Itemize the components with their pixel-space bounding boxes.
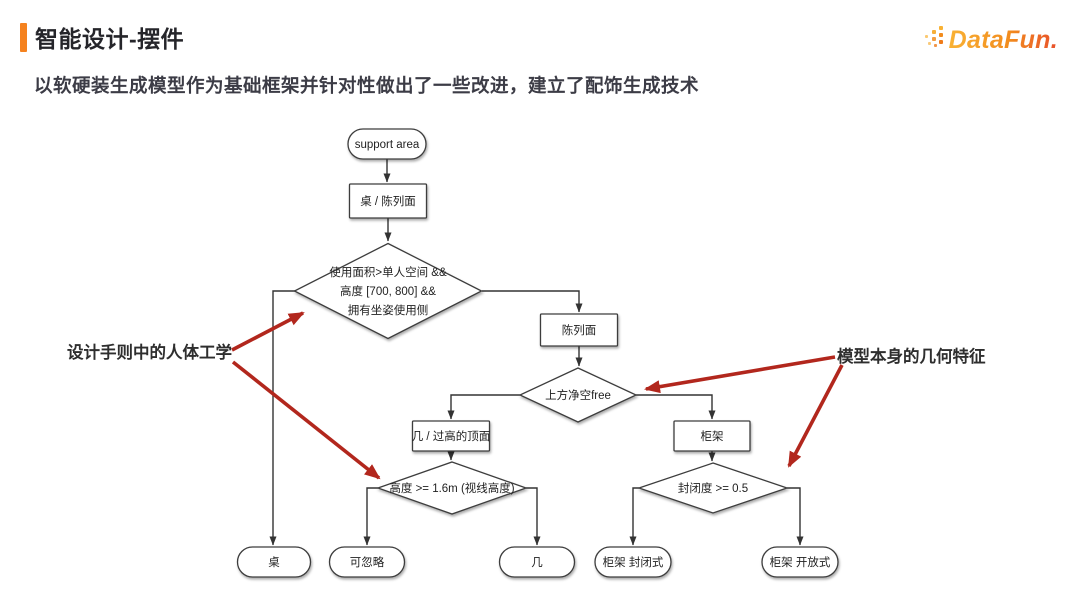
flow-node-cabinet-shelf: 柜架 <box>673 420 751 452</box>
cabinet-shelf-shape <box>673 420 751 452</box>
flow-node-ergonomic-condition: 使用面积>单人空间 &&高度 [700, 800] &&拥有坐姿使用侧 <box>293 242 483 340</box>
flow-node-closure-condition: 封闭度 >= 0.5 <box>636 462 790 514</box>
annotation-geometry-label: 模型本身的几何特征 <box>837 346 986 366</box>
edge-condition-to-table-terminal <box>269 290 295 546</box>
closure-condition-shape <box>636 462 790 514</box>
teatable-terminal-label: 几 <box>531 557 543 569</box>
edge-closure-to-closed <box>629 487 639 546</box>
header: 智能设计-摆件 <box>20 20 184 54</box>
red-arrow-ergonomics-to-height <box>231 360 381 480</box>
edge-clearance-to-teatable <box>447 394 520 420</box>
cabinet-open-terminal-label: 柜架 开放式 <box>770 555 831 569</box>
red-arrow-ergonomics-to-condition <box>231 311 305 352</box>
cabinet-closed-terminal-shape <box>594 546 672 578</box>
ergonomic-condition-label: 使用面积>单人空间 &&高度 [700, 800] &&拥有坐姿使用侧 <box>329 265 447 317</box>
display-surface-label: 陈列面 <box>562 323 597 337</box>
ignorable-terminal-label: 可忽略 <box>350 555 385 569</box>
support-area-shape <box>347 128 427 160</box>
flow-node-table-or-display: 桌 / 陈列面 <box>348 183 428 219</box>
flow-node-display-surface: 陈列面 <box>539 313 619 347</box>
edge-closure-to-open <box>787 487 804 546</box>
table-terminal-shape <box>236 546 312 578</box>
flow-node-support-area: support area <box>347 128 427 160</box>
height-condition-shape <box>376 461 528 515</box>
flow-node-cabinet-open-terminal: 柜架 开放式 <box>761 546 839 578</box>
datafun-logo: DataFun. <box>921 25 1058 55</box>
edge-condition-to-display <box>482 290 583 313</box>
title-accent-bar <box>20 22 27 52</box>
annotation-ergonomics-label: 设计手则中的人体工学 <box>67 342 232 362</box>
page-title: 智能设计-摆件 <box>35 26 185 52</box>
red-arrow-geometry-to-closure <box>787 364 844 468</box>
flow-node-table-terminal: 桌 <box>236 546 312 578</box>
cabinet-closed-terminal-label: 柜架 封闭式 <box>603 555 664 569</box>
flow-node-teatable-terminal: 几 <box>498 546 576 578</box>
closure-condition-label: 封闭度 >= 0.5 <box>678 481 748 495</box>
red-arrow-geometry-to-clearance <box>644 355 836 394</box>
flow-node-height-condition: 高度 >= 1.6m (视线高度) <box>376 461 528 515</box>
table-or-display-label: 桌 / 陈列面 <box>360 194 416 208</box>
flow-node-teatable-high-top: 几 / 过高的顶面 <box>411 420 491 452</box>
teatable-high-top-shape <box>411 420 491 452</box>
edge-height-to-ignorable <box>363 487 378 546</box>
ignorable-terminal-shape <box>328 546 406 578</box>
subtitle: 以软硬装生成模型作为基础框架并针对性做出了一些改进，建立了配饰生成技术 <box>34 75 700 96</box>
flow-node-cabinet-closed-terminal: 柜架 封闭式 <box>594 546 672 578</box>
table-terminal-label: 桌 <box>268 556 280 569</box>
logo-dots-icon <box>924 25 943 47</box>
overhead-clearance-label: 上方净空free <box>545 388 611 402</box>
flow-node-overhead-clearance: 上方净空free <box>518 367 638 423</box>
edge-height-to-teatable-terminal <box>526 487 541 546</box>
teatable-terminal-shape <box>498 546 576 578</box>
flow-node-ignorable-terminal: 可忽略 <box>328 546 406 578</box>
display-surface-shape <box>539 313 619 347</box>
ergonomic-condition-shape <box>293 242 483 340</box>
edge-clearance-to-cabinet <box>636 394 716 420</box>
cabinet-open-terminal-shape <box>761 546 839 578</box>
table-or-display-shape <box>348 183 428 219</box>
overhead-clearance-shape <box>518 367 638 423</box>
teatable-high-top-label: 几 / 过高的顶面 <box>412 429 491 443</box>
height-condition-label: 高度 >= 1.6m (视线高度) <box>389 481 514 495</box>
support-area-label: support area <box>355 139 420 151</box>
cabinet-shelf-label: 柜架 <box>701 430 724 443</box>
logo-text: DataFun. <box>948 26 1058 54</box>
